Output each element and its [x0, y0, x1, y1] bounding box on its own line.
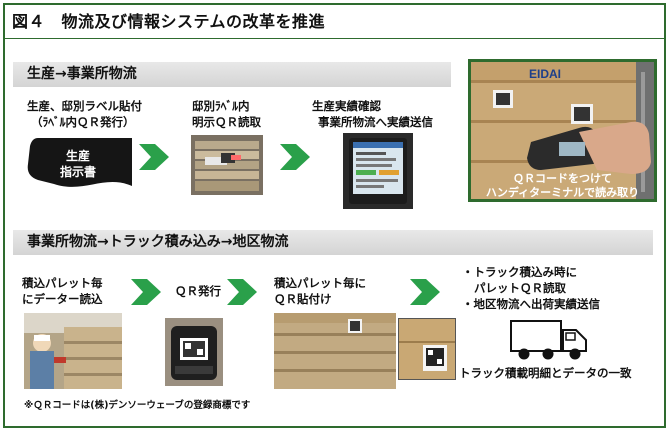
step-label-production-1: 生産、邸別ラベル貼付 — [27, 99, 142, 113]
truck-icon — [510, 318, 588, 362]
photo-handy-terminal-reading: EIDAI ＱＲコードをつけて ハンディターミナルで読み取り — [468, 59, 657, 202]
step-label-attach-1: 積込パレット毎に — [274, 276, 366, 290]
photo-terminal-screen — [343, 133, 413, 209]
photo-pallet-qr-labels — [274, 313, 396, 389]
photo-caption-2: ハンディターミナルで読み取り — [485, 186, 640, 199]
chevron-arrow-icon — [410, 279, 440, 305]
chevron-arrow-icon — [280, 144, 310, 170]
doc-label-1: 生産 — [65, 149, 90, 163]
step-label-qr-issue: ＱＲ発行 — [175, 284, 221, 298]
step-label-production-2: （ﾗﾍﾞﾙ内ＱＲ発行） — [31, 115, 135, 129]
brand-logo: EIDAI — [529, 67, 562, 81]
doc-label-2: 指示書 — [59, 165, 96, 179]
figure-title: 図４ 物流及び情報システムの改革を推進 — [12, 12, 326, 31]
bullet-truck-loading-2: パレットＱＲ読取 — [474, 281, 566, 295]
bullet-truck-loading-1: ・トラック積込み時に — [462, 265, 577, 279]
step-label-result-1: 生産実績確認 — [312, 99, 381, 113]
section-header-production: 生産→事業所物流 — [13, 62, 451, 87]
document-icon — [27, 138, 132, 187]
bullet-shipping-report: ・地区物流へ出荷実績送信 — [462, 297, 600, 311]
step-label-read-1: 邸別ﾗﾍﾞﾙ内 — [192, 99, 250, 113]
title-divider — [4, 38, 665, 39]
photo-warehouse-reading — [24, 313, 122, 389]
chevron-arrow-icon — [227, 279, 257, 305]
figure-frame — [3, 3, 666, 428]
chevron-arrow-icon — [139, 144, 169, 170]
step-label-read-2: 明示ＱＲ読取 — [192, 115, 261, 129]
step-label-attach-2: ＱＲ貼付け — [274, 292, 332, 306]
step-label-load-2: にデーター読込 — [22, 292, 103, 306]
step-label-load-1: 積込パレット毎 — [22, 276, 103, 290]
step-label-result-2: 事業所物流へ実績送信 — [318, 115, 433, 129]
photo-qr-label-closeup — [398, 318, 456, 380]
chevron-arrow-icon — [131, 279, 161, 305]
truck-caption: トラック積載明細とデータの一致 — [459, 366, 632, 380]
photo-qr-printer — [165, 318, 223, 386]
production-order-document: 生産 指示書 — [24, 136, 132, 190]
photo-caption-1: ＱＲコードをつけて — [513, 172, 612, 185]
section-header-truck-loading: 事業所物流→トラック積み込み→地区物流 — [13, 230, 653, 255]
photo-label-scan — [191, 135, 263, 195]
trademark-note: ※ＱＲコードは(株)デンソーウェーブの登録商標です — [24, 400, 251, 411]
